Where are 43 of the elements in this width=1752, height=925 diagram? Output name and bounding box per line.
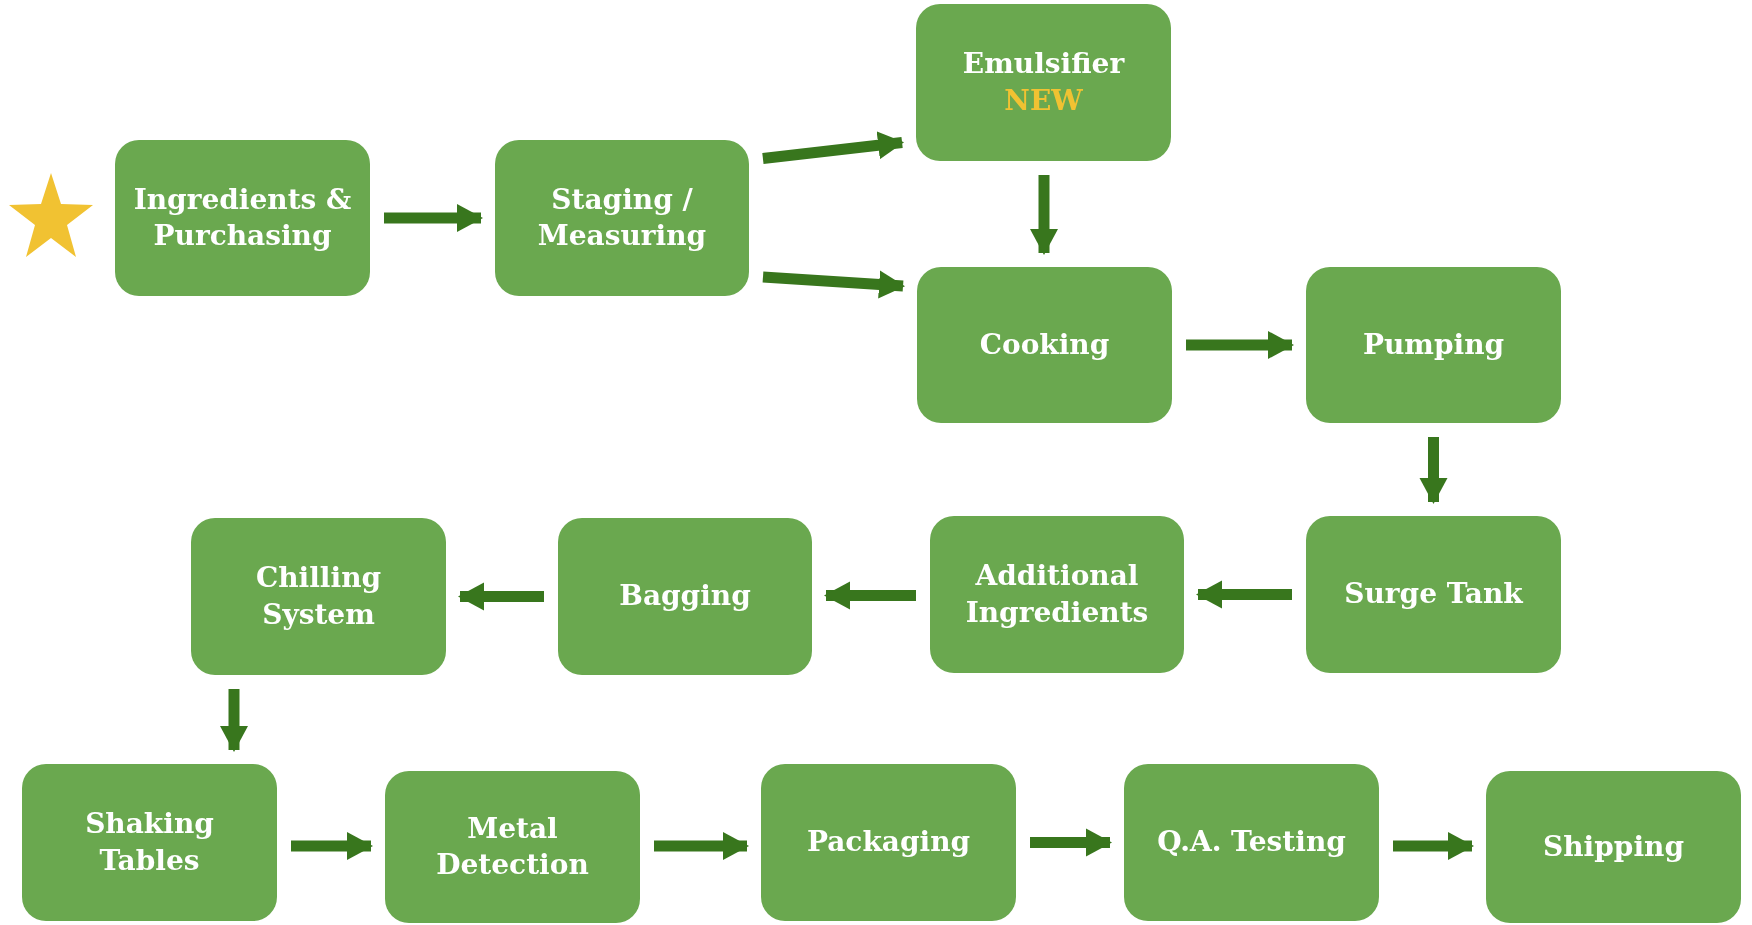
step-label: Shaking Tables bbox=[84, 806, 215, 879]
arrow bbox=[1419, 437, 1448, 504]
process-box bbox=[495, 140, 749, 296]
arrow bbox=[762, 131, 905, 164]
arrow bbox=[291, 832, 373, 860]
arrow bbox=[1196, 580, 1292, 609]
process-box bbox=[917, 267, 1172, 423]
process-box bbox=[1486, 771, 1741, 923]
step-label: Shipping bbox=[1543, 828, 1684, 865]
process-box bbox=[22, 764, 277, 921]
step-label: Additional Ingredients bbox=[964, 558, 1150, 631]
process-box bbox=[930, 516, 1184, 673]
process-box bbox=[191, 518, 446, 675]
arrow bbox=[458, 582, 544, 611]
process-box bbox=[916, 4, 1171, 161]
step-label: Emulsifier bbox=[962, 46, 1125, 83]
process-box bbox=[761, 764, 1016, 921]
step-label: Cooking bbox=[979, 326, 1110, 363]
arrow bbox=[220, 689, 248, 752]
status-tag: NEW bbox=[1004, 82, 1083, 119]
arrow bbox=[824, 581, 916, 610]
step-label: Q.A. Testing bbox=[1157, 824, 1346, 861]
process-box bbox=[1124, 764, 1379, 921]
arrow bbox=[762, 270, 906, 299]
arrow bbox=[1186, 331, 1294, 359]
step-label: Metal Detection bbox=[435, 810, 590, 883]
step-label: Pumping bbox=[1362, 326, 1505, 363]
arrow bbox=[1393, 832, 1474, 860]
process-box bbox=[1306, 516, 1561, 673]
process-box bbox=[385, 771, 640, 923]
process-box bbox=[115, 140, 370, 296]
step-label: Bagging bbox=[619, 578, 751, 615]
arrow bbox=[654, 832, 749, 860]
step-label: Staging / Measuring bbox=[536, 181, 708, 254]
arrow bbox=[1030, 175, 1058, 255]
arrow bbox=[384, 204, 483, 232]
step-label: Chilling System bbox=[254, 560, 383, 633]
arrow bbox=[1030, 828, 1112, 857]
process-box bbox=[1306, 267, 1561, 423]
step-label: Surge Tank bbox=[1344, 576, 1523, 613]
process-box bbox=[558, 518, 812, 675]
step-label: Ingredients & Purchasing bbox=[132, 181, 353, 254]
step-label: Packaging bbox=[806, 824, 971, 861]
